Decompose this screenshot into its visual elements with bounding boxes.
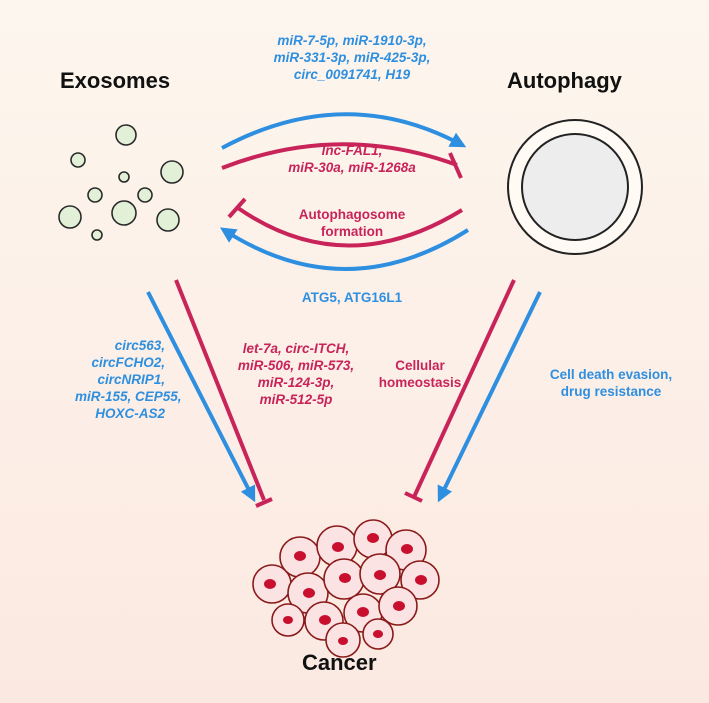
label-top-promote: miR-7-5p, miR-1910-3p, miR-331-3p, miR-4…	[273, 33, 431, 82]
inhibit-arc-exosomes-to-autophagy	[221, 142, 458, 170]
autophagy-title: Autophagy	[507, 68, 622, 93]
label-top-inhibit: lnc-FAL1, miR-30a, miR-1268a	[288, 143, 416, 175]
inhibit-bar-autophagy	[448, 152, 463, 179]
exosome-vesicles-icon	[58, 124, 184, 241]
inhibit-bar-cancer-left	[255, 497, 273, 508]
tumor-cluster-icon	[252, 519, 440, 658]
cancer-title: Cancer	[302, 650, 377, 675]
promote-arrow-autophagy-to-cancer	[437, 291, 542, 503]
inhibit-arc-autophagy-to-exosomes	[236, 206, 464, 248]
label-exosome-cancer-inhibit: let-7a, circ-ITCH, miR-506, miR-573, miR…	[237, 341, 355, 407]
inhibit-bar-exosomes	[227, 197, 247, 219]
label-autophagosome-formation: Autophagosome formation	[298, 207, 406, 239]
label-cellular-homeostasis: Cellular homeostasis	[378, 358, 462, 390]
label-cell-death-evasion: Cell death evasion, drug resistance	[549, 367, 673, 399]
inhibit-bar-cancer-right	[404, 491, 423, 503]
label-atg: ATG5, ATG16L1	[301, 290, 403, 305]
inhibit-line-autophagy-to-cancer	[412, 279, 516, 498]
inhibit-line-exosomes-to-cancer	[174, 279, 266, 501]
promote-arrow-exosomes-to-cancer	[146, 291, 256, 503]
promote-arc-autophagy-to-exosomes	[219, 227, 470, 271]
label-exosome-cancer-promote: circ563, circFCHO2, circNRIP1, miR-155, …	[75, 338, 182, 421]
autophagosome-icon	[507, 119, 643, 255]
promote-arc-exosomes-to-autophagy	[221, 112, 467, 150]
exosomes-title: Exosomes	[60, 68, 171, 93]
